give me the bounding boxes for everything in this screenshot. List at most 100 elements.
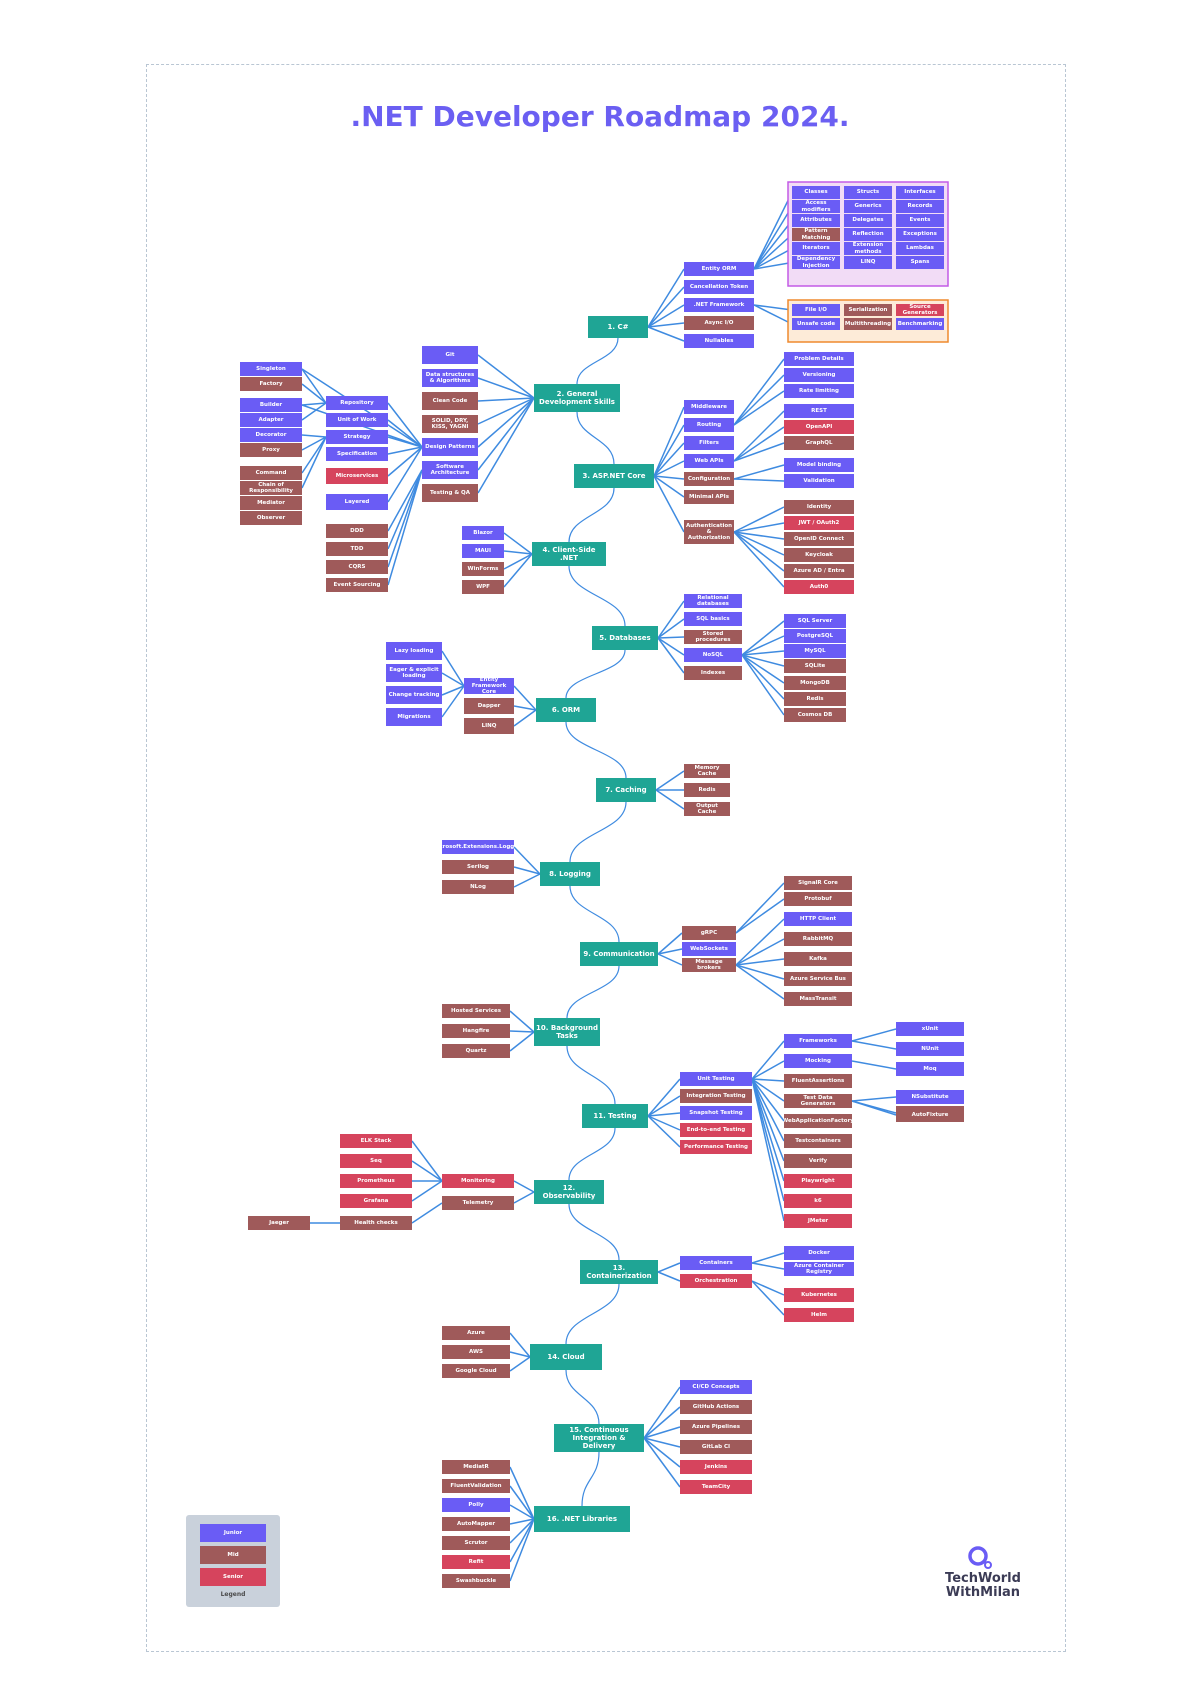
node-co1: Containers xyxy=(680,1256,752,1270)
node-s7: Mocking xyxy=(784,1054,852,1068)
node-co6: Helm xyxy=(784,1308,854,1322)
branch-connector xyxy=(741,654,785,716)
node-l3: NLog xyxy=(442,880,514,894)
branch-connector xyxy=(509,1518,535,1582)
branch-connector xyxy=(513,866,541,875)
branch-connector xyxy=(733,531,785,588)
branch-connector xyxy=(513,1191,535,1204)
branch-connector xyxy=(851,1100,897,1116)
branch-connector xyxy=(751,1280,785,1296)
node-o3: Source Generators xyxy=(896,304,944,316)
node-p4: Adapter xyxy=(240,413,302,427)
branch-connector xyxy=(503,553,533,588)
brand-logo: TechWorld WithMilan xyxy=(940,1545,1026,1605)
branch-connector xyxy=(741,620,785,656)
branch-connector xyxy=(733,531,785,556)
node-p3: Builder xyxy=(240,398,302,412)
branch-connector xyxy=(657,932,683,955)
node-c3: Filters xyxy=(684,436,734,450)
node-p8: Chain of Responsibility xyxy=(240,481,302,495)
branch-connector xyxy=(503,550,533,555)
branch-connector xyxy=(733,531,785,572)
branch-connector xyxy=(753,304,793,325)
node-r2: Unit of Work xyxy=(326,413,388,427)
branch-connector xyxy=(733,390,785,426)
node-s3: Snapshot Testing xyxy=(680,1106,752,1120)
node-p1: Singleton xyxy=(240,362,302,376)
node-s13: Playwright xyxy=(784,1174,852,1188)
branch-connector xyxy=(509,1466,535,1520)
node-r4: Specification xyxy=(326,447,388,461)
node-x8: Kafka xyxy=(784,952,852,966)
branch-connector xyxy=(441,685,465,718)
node-d7: PostgreSQL xyxy=(784,629,846,643)
node-e6: Change tracking xyxy=(386,686,442,704)
branch-connector xyxy=(647,1115,681,1131)
node-cl2: MAUI xyxy=(462,544,504,558)
node-ci4: GitLab CI xyxy=(680,1440,752,1454)
node-s2: Integration Testing xyxy=(680,1089,752,1103)
node-c9: Versioning xyxy=(784,368,854,382)
node-d6: SQL Server xyxy=(784,614,846,628)
branch-connector xyxy=(653,406,685,477)
branch-connector xyxy=(657,600,685,639)
node-s10: WebApplicationFactory xyxy=(784,1114,852,1128)
branch-connector xyxy=(387,469,423,532)
node-m2: Structs xyxy=(844,186,892,199)
spine-connector xyxy=(565,721,627,779)
node-a4: Event Sourcing xyxy=(326,578,388,592)
node-ci5: Jenkins xyxy=(680,1460,752,1474)
branch-connector xyxy=(643,1386,681,1439)
node-m7: Attributes xyxy=(792,214,840,227)
branch-connector xyxy=(647,1115,681,1148)
node-r3: Strategy xyxy=(326,430,388,444)
node-ob4: ELK Stack xyxy=(340,1134,412,1148)
branch-connector xyxy=(513,1180,535,1193)
node-x9: Azure Service Bus xyxy=(784,972,852,986)
branch-connector xyxy=(733,464,785,480)
node-c21: Auth0 xyxy=(784,580,854,594)
branch-connector xyxy=(643,1437,681,1488)
node-c20: Azure AD / Entra xyxy=(784,564,854,578)
node-co4: Azure Container Registry xyxy=(784,1262,854,1276)
branch-connector xyxy=(741,654,785,684)
topic-t9: 9. Communication xyxy=(580,942,658,966)
branch-connector xyxy=(657,636,685,639)
node-x6: HTTP Client xyxy=(784,912,852,926)
node-c16: Identity xyxy=(784,500,854,514)
node-e2: Dapper xyxy=(464,698,514,714)
node-cs2: Cancellation Token xyxy=(684,280,754,294)
branch-connector xyxy=(657,1271,681,1282)
node-c10: Rate limiting xyxy=(784,384,854,398)
node-d9: SQLite xyxy=(784,659,846,673)
branch-connector xyxy=(647,1112,681,1117)
branch-connector xyxy=(751,1252,785,1264)
branch-connector xyxy=(733,478,785,482)
spine-connector xyxy=(565,1283,620,1345)
branch-connector xyxy=(509,1504,535,1520)
node-e3: LINQ xyxy=(464,718,514,734)
branch-connector xyxy=(647,326,685,342)
branch-connector xyxy=(477,397,535,402)
branch-connector xyxy=(509,1485,535,1520)
topic-t8: 8. Logging xyxy=(540,862,600,886)
branch-connector xyxy=(735,938,785,966)
node-p9: Mediator xyxy=(240,496,302,510)
branch-connector xyxy=(653,424,685,477)
node-b2: Hangfire xyxy=(442,1024,510,1038)
node-s17: NUnit xyxy=(896,1042,964,1056)
logo-circle-icon xyxy=(968,1546,992,1569)
node-d10: MongoDB xyxy=(784,676,846,690)
branch-connector xyxy=(753,233,793,270)
legend-title: Legend xyxy=(220,1591,246,1598)
branch-connector xyxy=(647,1078,681,1117)
node-li1: MediatR xyxy=(442,1460,510,1474)
branch-connector xyxy=(753,192,793,270)
branch-connector xyxy=(301,436,327,474)
logo-line1: TechWorld xyxy=(945,1571,1021,1586)
branch-connector xyxy=(411,1180,443,1202)
node-r6: Layered xyxy=(326,494,388,510)
branch-connector xyxy=(733,522,785,533)
topic-t12: 12. Observability xyxy=(534,1180,604,1204)
node-m10: Pattern Matching xyxy=(792,228,840,241)
